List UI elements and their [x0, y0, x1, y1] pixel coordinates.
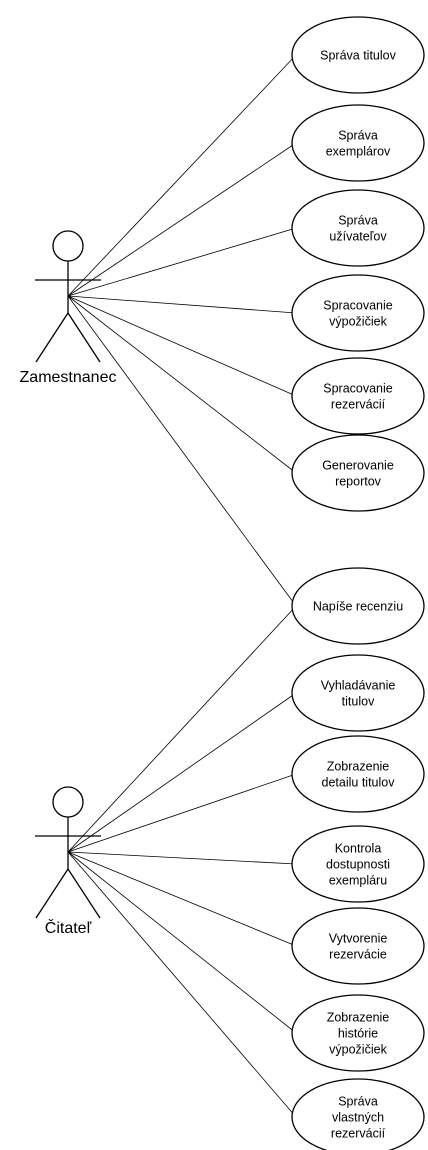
use-case-label: výpožičiek [329, 1043, 387, 1057]
use-case-ellipse [291, 1078, 425, 1150]
use-case-label: reportov [335, 475, 382, 489]
use-case-uc6: Generovanie reportov [291, 434, 425, 512]
use-case-label: výpožičiek [329, 315, 387, 329]
association-line-citatel-uc9 [67, 773, 297, 853]
use-case-uc1: Správa titulov [291, 16, 425, 94]
association-line-citatel-uc10 [67, 851, 297, 865]
association-line-citatel-uc7 [67, 605, 297, 853]
use-case-label: dostupnosti [326, 858, 390, 872]
use-case-label: Kontrola [335, 842, 382, 856]
use-case-ellipse [291, 357, 425, 435]
use-case-ellipse [291, 654, 425, 732]
actor-left-leg [35, 868, 69, 919]
association-line-zamestnanec-uc7 [67, 295, 297, 607]
use-case-ellipse [291, 189, 425, 267]
association-line-zamestnanec-uc3 [67, 227, 297, 297]
association-line-zamestnanec-uc1 [67, 54, 297, 297]
association-line-citatel-uc11 [67, 851, 297, 947]
use-case-label: exemplárov [326, 145, 391, 159]
use-case-uc3: Správa užívateľov [291, 189, 425, 267]
associations [67, 54, 297, 1118]
use-case-ellipse [291, 104, 425, 182]
actor-zamestnanec: Zamestnanec [20, 230, 117, 386]
use-case-label: histórie [338, 1027, 378, 1041]
use-case-label: Spracovanie [323, 382, 393, 396]
association-line-zamestnanec-uc5 [67, 295, 297, 397]
association-line-citatel-uc13 [67, 851, 297, 1118]
actor-left-leg [35, 312, 69, 363]
association-line-zamestnanec-uc2 [67, 142, 297, 297]
use-case-label: titulov [342, 695, 375, 709]
use-case-label: exempláru [329, 874, 387, 888]
use-case-uc13: Správa vlastných rezervácií [291, 1078, 425, 1150]
use-case-ellipse [291, 16, 425, 94]
use-case-label: Generovanie [322, 459, 394, 473]
use-case-label: Správa titulov [320, 49, 396, 63]
use-case-ellipse [291, 434, 425, 512]
use-case-uc4: Spracovanie výpožičiek [291, 274, 425, 352]
use-case-label: vlastných [332, 1111, 384, 1125]
use-case-label: Vyhladávanie [321, 679, 396, 693]
use-case-label: Zobrazenie [327, 1011, 390, 1025]
actor-label: Čitateľ [45, 918, 92, 937]
use-case-label: užívateľov [329, 230, 387, 244]
association-line-citatel-uc12 [67, 851, 297, 1034]
actor-right-leg [67, 312, 101, 363]
use-case-ellipse [291, 567, 425, 645]
use-case-label: detailu titulov [322, 776, 396, 790]
use-case-ellipse [291, 735, 425, 813]
use-case-label: Vytvorenie [329, 932, 388, 946]
use-cases: Správa titulovSprávaexemplárovSprávaužív… [291, 16, 425, 1150]
use-case-uc8: Vyhladávanie titulov [291, 654, 425, 732]
use-case-uc7: Napíše recenziu [291, 567, 425, 645]
use-case-uc9: Zobrazenie detailu titulov [291, 735, 425, 813]
association-line-zamestnanec-uc4 [67, 295, 297, 314]
actor-label: Zamestnanec [20, 369, 117, 386]
use-case-label: Napíše recenziu [313, 600, 403, 614]
use-case-label: Správa [338, 129, 378, 143]
actor-head-icon [52, 230, 84, 262]
use-case-ellipse [291, 907, 425, 985]
use-case-label: Zobrazenie [327, 760, 390, 774]
use-case-ellipse [291, 825, 425, 903]
use-case-uc10: Kontrola dostupnosti exempláru [291, 825, 425, 903]
use-case-uc2: Správa exemplárov [291, 104, 425, 182]
use-case-uc11: Vytvorenie rezervácie [291, 907, 425, 985]
use-case-ellipse [291, 994, 425, 1072]
use-case-label: Spracovanie [323, 299, 393, 313]
association-line-citatel-uc8 [67, 692, 297, 853]
actor-citatel: Čitateľ [35, 786, 101, 937]
use-case-label: Správa [338, 1095, 378, 1109]
use-case-uc5: Spracovanie rezervácií [291, 357, 425, 435]
actor-head-icon [52, 786, 84, 818]
use-case-label: Správa [338, 214, 378, 228]
use-case-label: rezervácie [329, 948, 387, 962]
use-case-uc12: Zobrazenie histórie výpožičiek [291, 994, 425, 1072]
association-line-zamestnanec-uc6 [67, 295, 297, 474]
use-case-ellipse [291, 274, 425, 352]
actor-right-leg [67, 868, 101, 919]
use-case-label: rezervácií [331, 398, 386, 412]
use-case-label: rezervácií [331, 1127, 386, 1141]
